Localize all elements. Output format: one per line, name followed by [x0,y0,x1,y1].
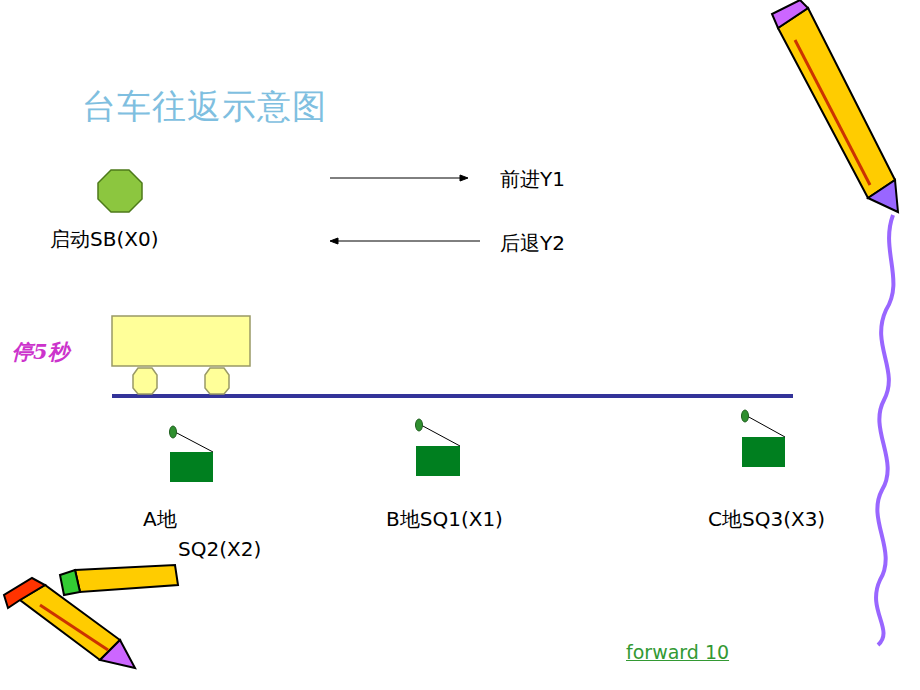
signal-label: 前进Y1 [500,166,565,193]
position-label: A地 [143,506,177,533]
signal-label: 后退Y2 [500,230,565,257]
link-text: forward 10 [626,641,729,663]
switch-label: SQ2(X2) [178,537,261,561]
limit-switch [170,426,214,482]
pencil-decoration [4,565,178,668]
cart [112,316,250,394]
note: 停5秒 [12,338,69,366]
decorative-border [876,215,893,645]
switch-label: B地SQ1(X1) [386,506,503,533]
limit-switch [416,419,461,476]
start-button [98,170,142,212]
direction-arrows [330,175,480,244]
switch-label: C地SQ3(X3) [708,506,825,533]
title: 台车往返示意图 [82,84,327,130]
pencil-decoration [772,0,898,212]
limit-switch [742,410,786,467]
button-label: 启动SB(X0) [50,226,158,253]
